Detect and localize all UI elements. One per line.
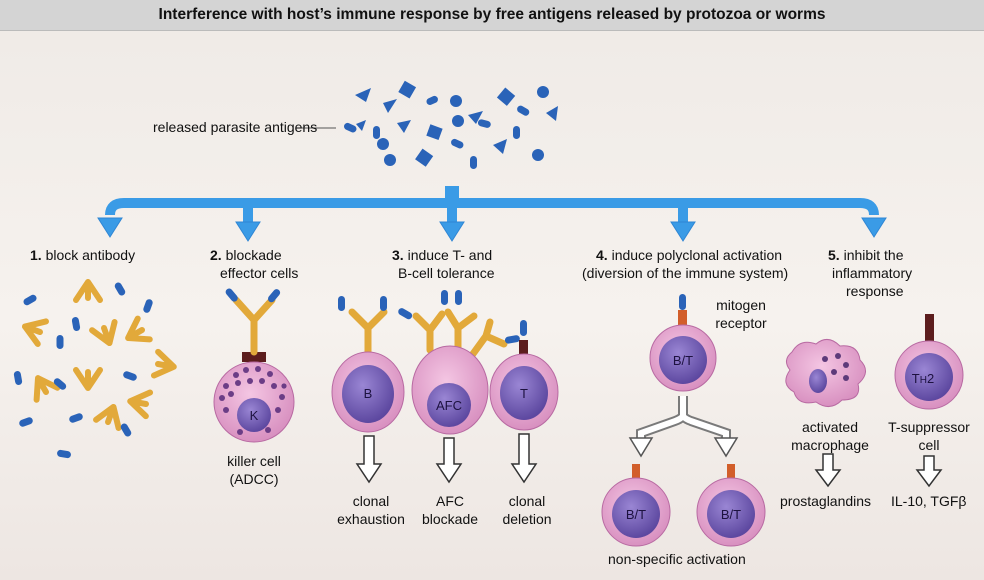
killer-cell: K [213,288,295,443]
bt-left-label: B/T [626,507,646,522]
antigen-cluster [344,80,558,169]
killer-cell-label: K [250,408,259,423]
th2-cell: TH2 [894,314,964,410]
prostaglandins-caption: prostaglandins [780,493,872,509]
afc-label: AFC [436,398,462,413]
split-arrow [628,396,739,458]
mitogen-receptor-caption: mitogen receptor [715,297,767,331]
killer-caption: killer cell (ADCC) [227,453,281,487]
mechanism-1: 1. block antibody [30,247,136,263]
th2-num-label: 2 [927,371,934,386]
th2-sub-label: H [920,375,927,386]
result-arrows [355,433,943,488]
afc-blockade-caption: AFC blockade [421,493,479,527]
diagram-title: Interference with host’s immune response… [158,6,826,23]
bt-top-label: B/T [673,353,693,368]
clonal-exhaustion-caption: clonal exhaustion [337,493,405,527]
mechanism-5: 5. inhibit the inflammatory response [828,247,913,299]
distribution-arrows [97,186,887,242]
clonal-deletion-caption: clonal deletion [502,493,552,527]
tsuppressor-caption: T-suppressor cell [888,419,970,453]
t-cell: T [489,320,559,431]
mechanism-3: 3. induce T- and B-cell tolerance [392,247,495,281]
afc-cell: AFC [398,290,520,435]
bt-cell-right: B/T [696,464,766,547]
nonspecific-caption: non-specific activation [608,551,746,567]
bt-cell-left: B/T [601,464,671,547]
mechanism-2: 2. blockade effector cells [210,247,299,281]
il10-tgfb-caption: IL-10, TGFβ [891,493,967,509]
bt-right-label: B/T [721,507,741,522]
svg-text:TH2: TH2 [912,371,934,386]
th2-main-label: T [912,371,920,386]
macrophage [785,339,866,407]
b-cell-label: B [364,386,373,401]
free-antibodies [13,281,176,459]
bt-cell-top: B/T [649,294,717,392]
mechanism-4: 4. induce polyclonal activation (diversi… [582,247,789,281]
macrophage-caption: activated macrophage [791,419,869,453]
released-antigens-label: released parasite antigens [153,119,318,135]
b-cell: B [331,296,405,433]
title-bar: Interference with host’s immune response… [0,0,984,31]
t-cell-label: T [520,386,528,401]
